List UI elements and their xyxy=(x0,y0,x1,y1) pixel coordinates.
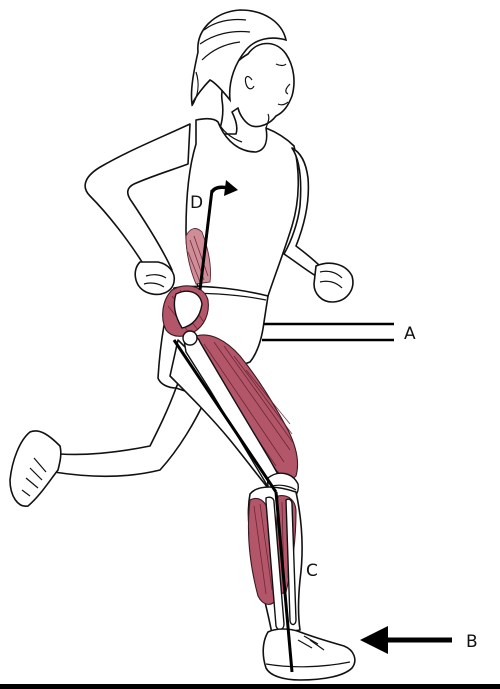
force-arrow xyxy=(360,626,452,654)
front-shoe xyxy=(263,629,355,680)
label-a: A xyxy=(404,324,416,344)
parallel-lines xyxy=(262,324,394,340)
label-c: C xyxy=(306,561,318,581)
head xyxy=(191,10,294,134)
left-arm xyxy=(85,124,190,294)
label-d: D xyxy=(190,193,203,213)
force-arrowhead xyxy=(360,626,388,654)
lower-leg xyxy=(248,487,302,634)
back-leg xyxy=(10,388,206,506)
label-b: B xyxy=(466,632,478,652)
ground-line xyxy=(0,684,500,689)
